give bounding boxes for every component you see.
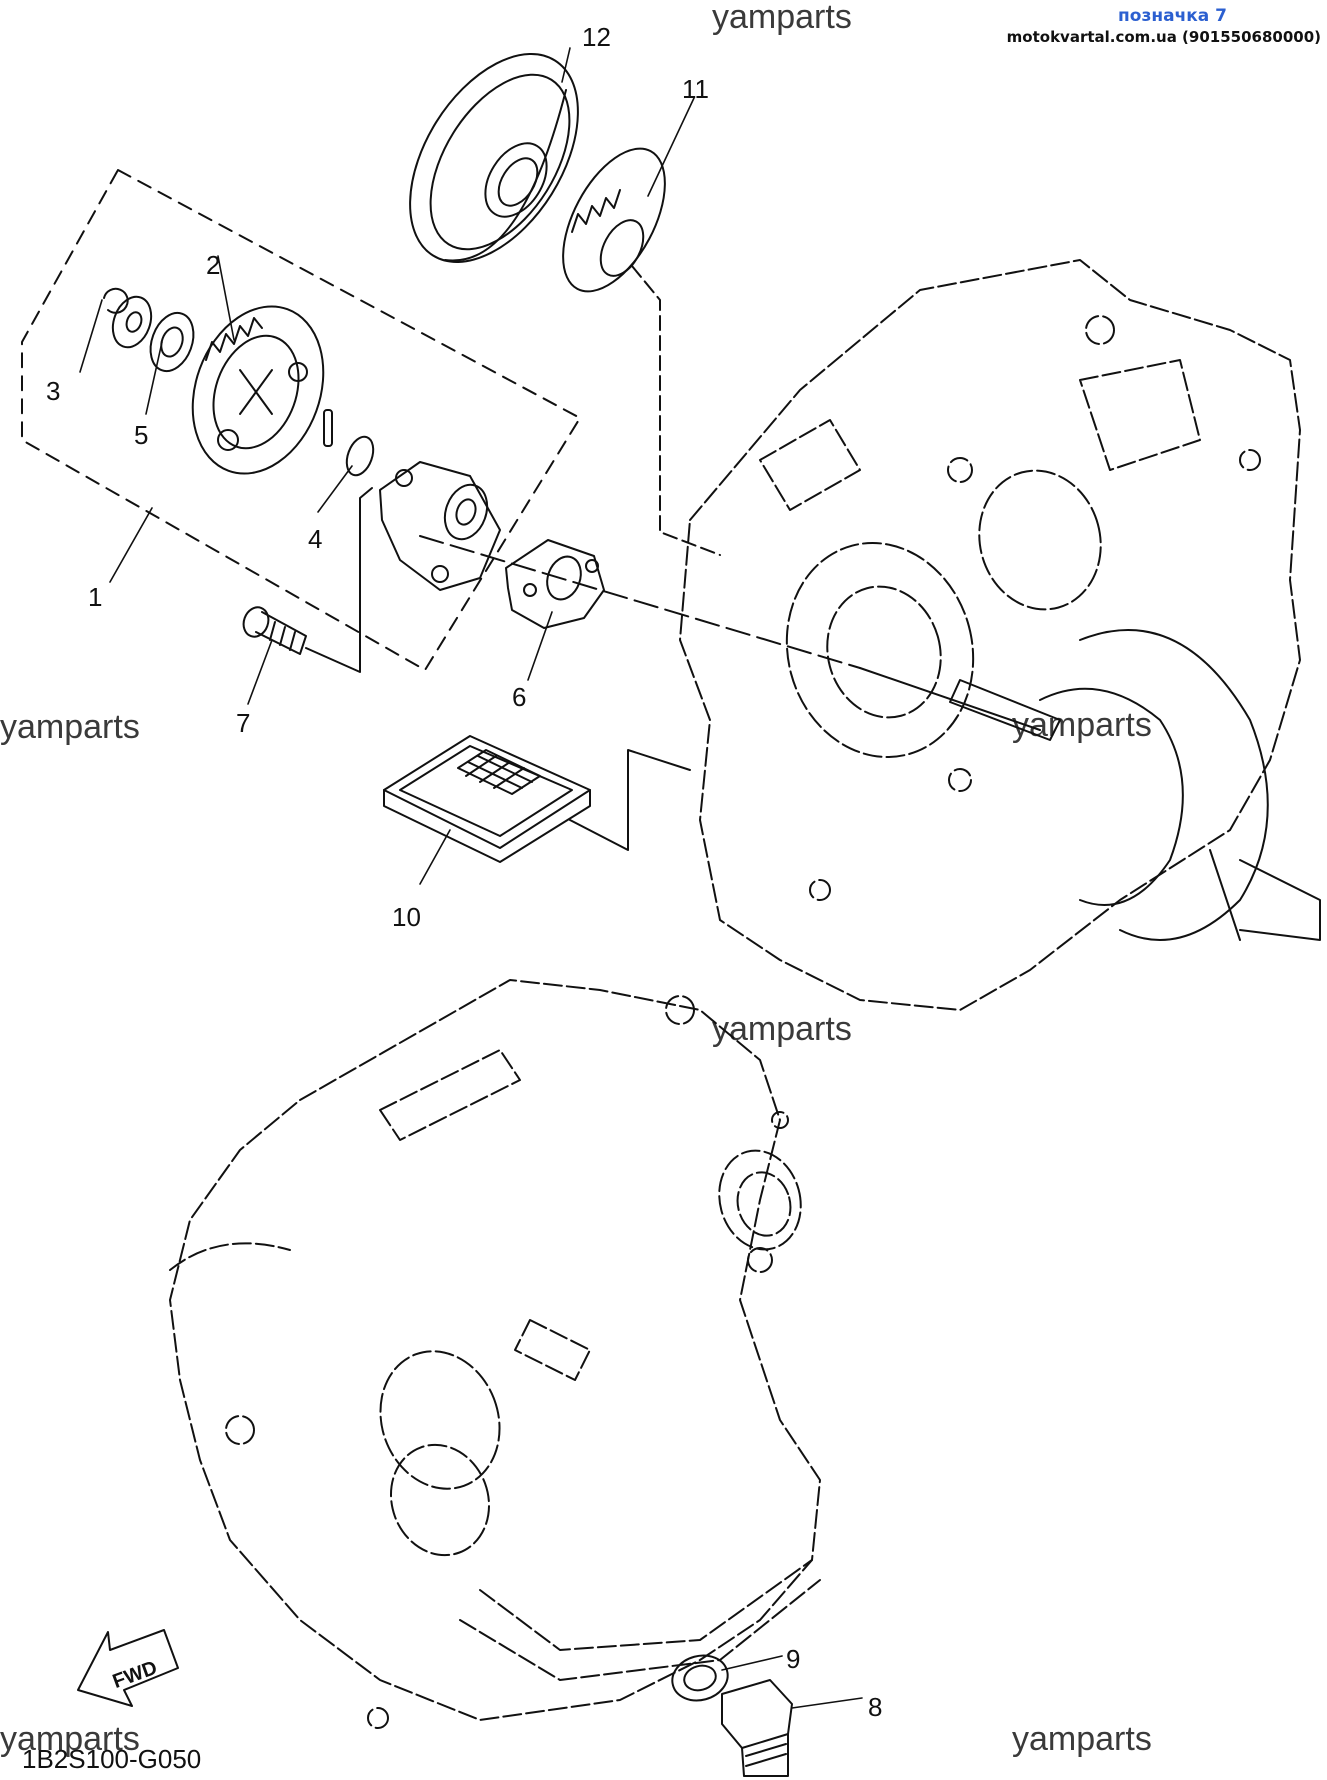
watermark-right: yamparts	[1012, 706, 1152, 744]
callout-7: 7	[236, 708, 250, 738]
crankcase-upper-half	[679, 259, 1301, 1011]
pump-axis-line	[419, 535, 861, 669]
leader-line-7	[305, 487, 373, 673]
drain-bolt-part	[721, 1679, 793, 1777]
watermark-center: yamparts	[712, 1010, 852, 1048]
callout-2: 2	[206, 250, 220, 280]
header-source: motokvartal.com.ua (901550680000)	[1006, 28, 1321, 46]
callout-1: 1	[88, 582, 102, 612]
circlip-part	[103, 287, 129, 314]
drain-washer-part	[671, 1654, 729, 1702]
callout-9: 9	[786, 1644, 800, 1674]
fwd-label: FWD	[110, 1657, 160, 1693]
pump-drive-gear-part	[562, 147, 666, 293]
header-tag: позначка 7	[1118, 6, 1227, 26]
crank-axis-line	[859, 667, 1041, 731]
leader-line-10	[569, 749, 691, 851]
oil-strainer-part	[383, 735, 591, 863]
callout-4: 4	[308, 524, 322, 554]
watermark-bottom-left: yamparts	[0, 1720, 140, 1758]
callout-labels: 1 2 3 4 5 6 7 8 9 10 11 12	[46, 22, 882, 1722]
washer-part	[111, 295, 153, 349]
watermark-top: yamparts	[712, 0, 852, 36]
watermark-left: yamparts	[0, 708, 140, 746]
oil-pump-assembly-outline	[21, 169, 581, 671]
watermark-bottom-right: yamparts	[1012, 1720, 1152, 1758]
diagram-code: 1B2S100-G050	[22, 1744, 202, 1774]
o-ring-part	[345, 435, 375, 477]
crankshaft-part	[949, 629, 1321, 941]
leader-line-11	[631, 265, 721, 556]
callout-8: 8	[868, 1692, 882, 1722]
crankcase-lower-half	[169, 979, 821, 1729]
callout-leaders	[79, 47, 863, 1709]
inner-rotor-part	[149, 311, 195, 373]
callout-6: 6	[512, 682, 526, 712]
callout-3: 3	[46, 376, 60, 406]
pump-rotor-gear-part	[191, 305, 325, 475]
forward-arrow-icon: FWD	[77, 1629, 179, 1707]
dowel-pin-part	[323, 409, 333, 447]
oil-seal-cover-part	[409, 53, 579, 263]
callout-10: 10	[392, 902, 421, 932]
callout-11: 11	[682, 74, 709, 104]
pump-bolt-part	[242, 606, 307, 655]
pump-gasket-part	[505, 539, 605, 629]
callout-12: 12	[582, 22, 611, 52]
oil-pump-body-part	[379, 461, 501, 591]
callout-5: 5	[134, 420, 148, 450]
